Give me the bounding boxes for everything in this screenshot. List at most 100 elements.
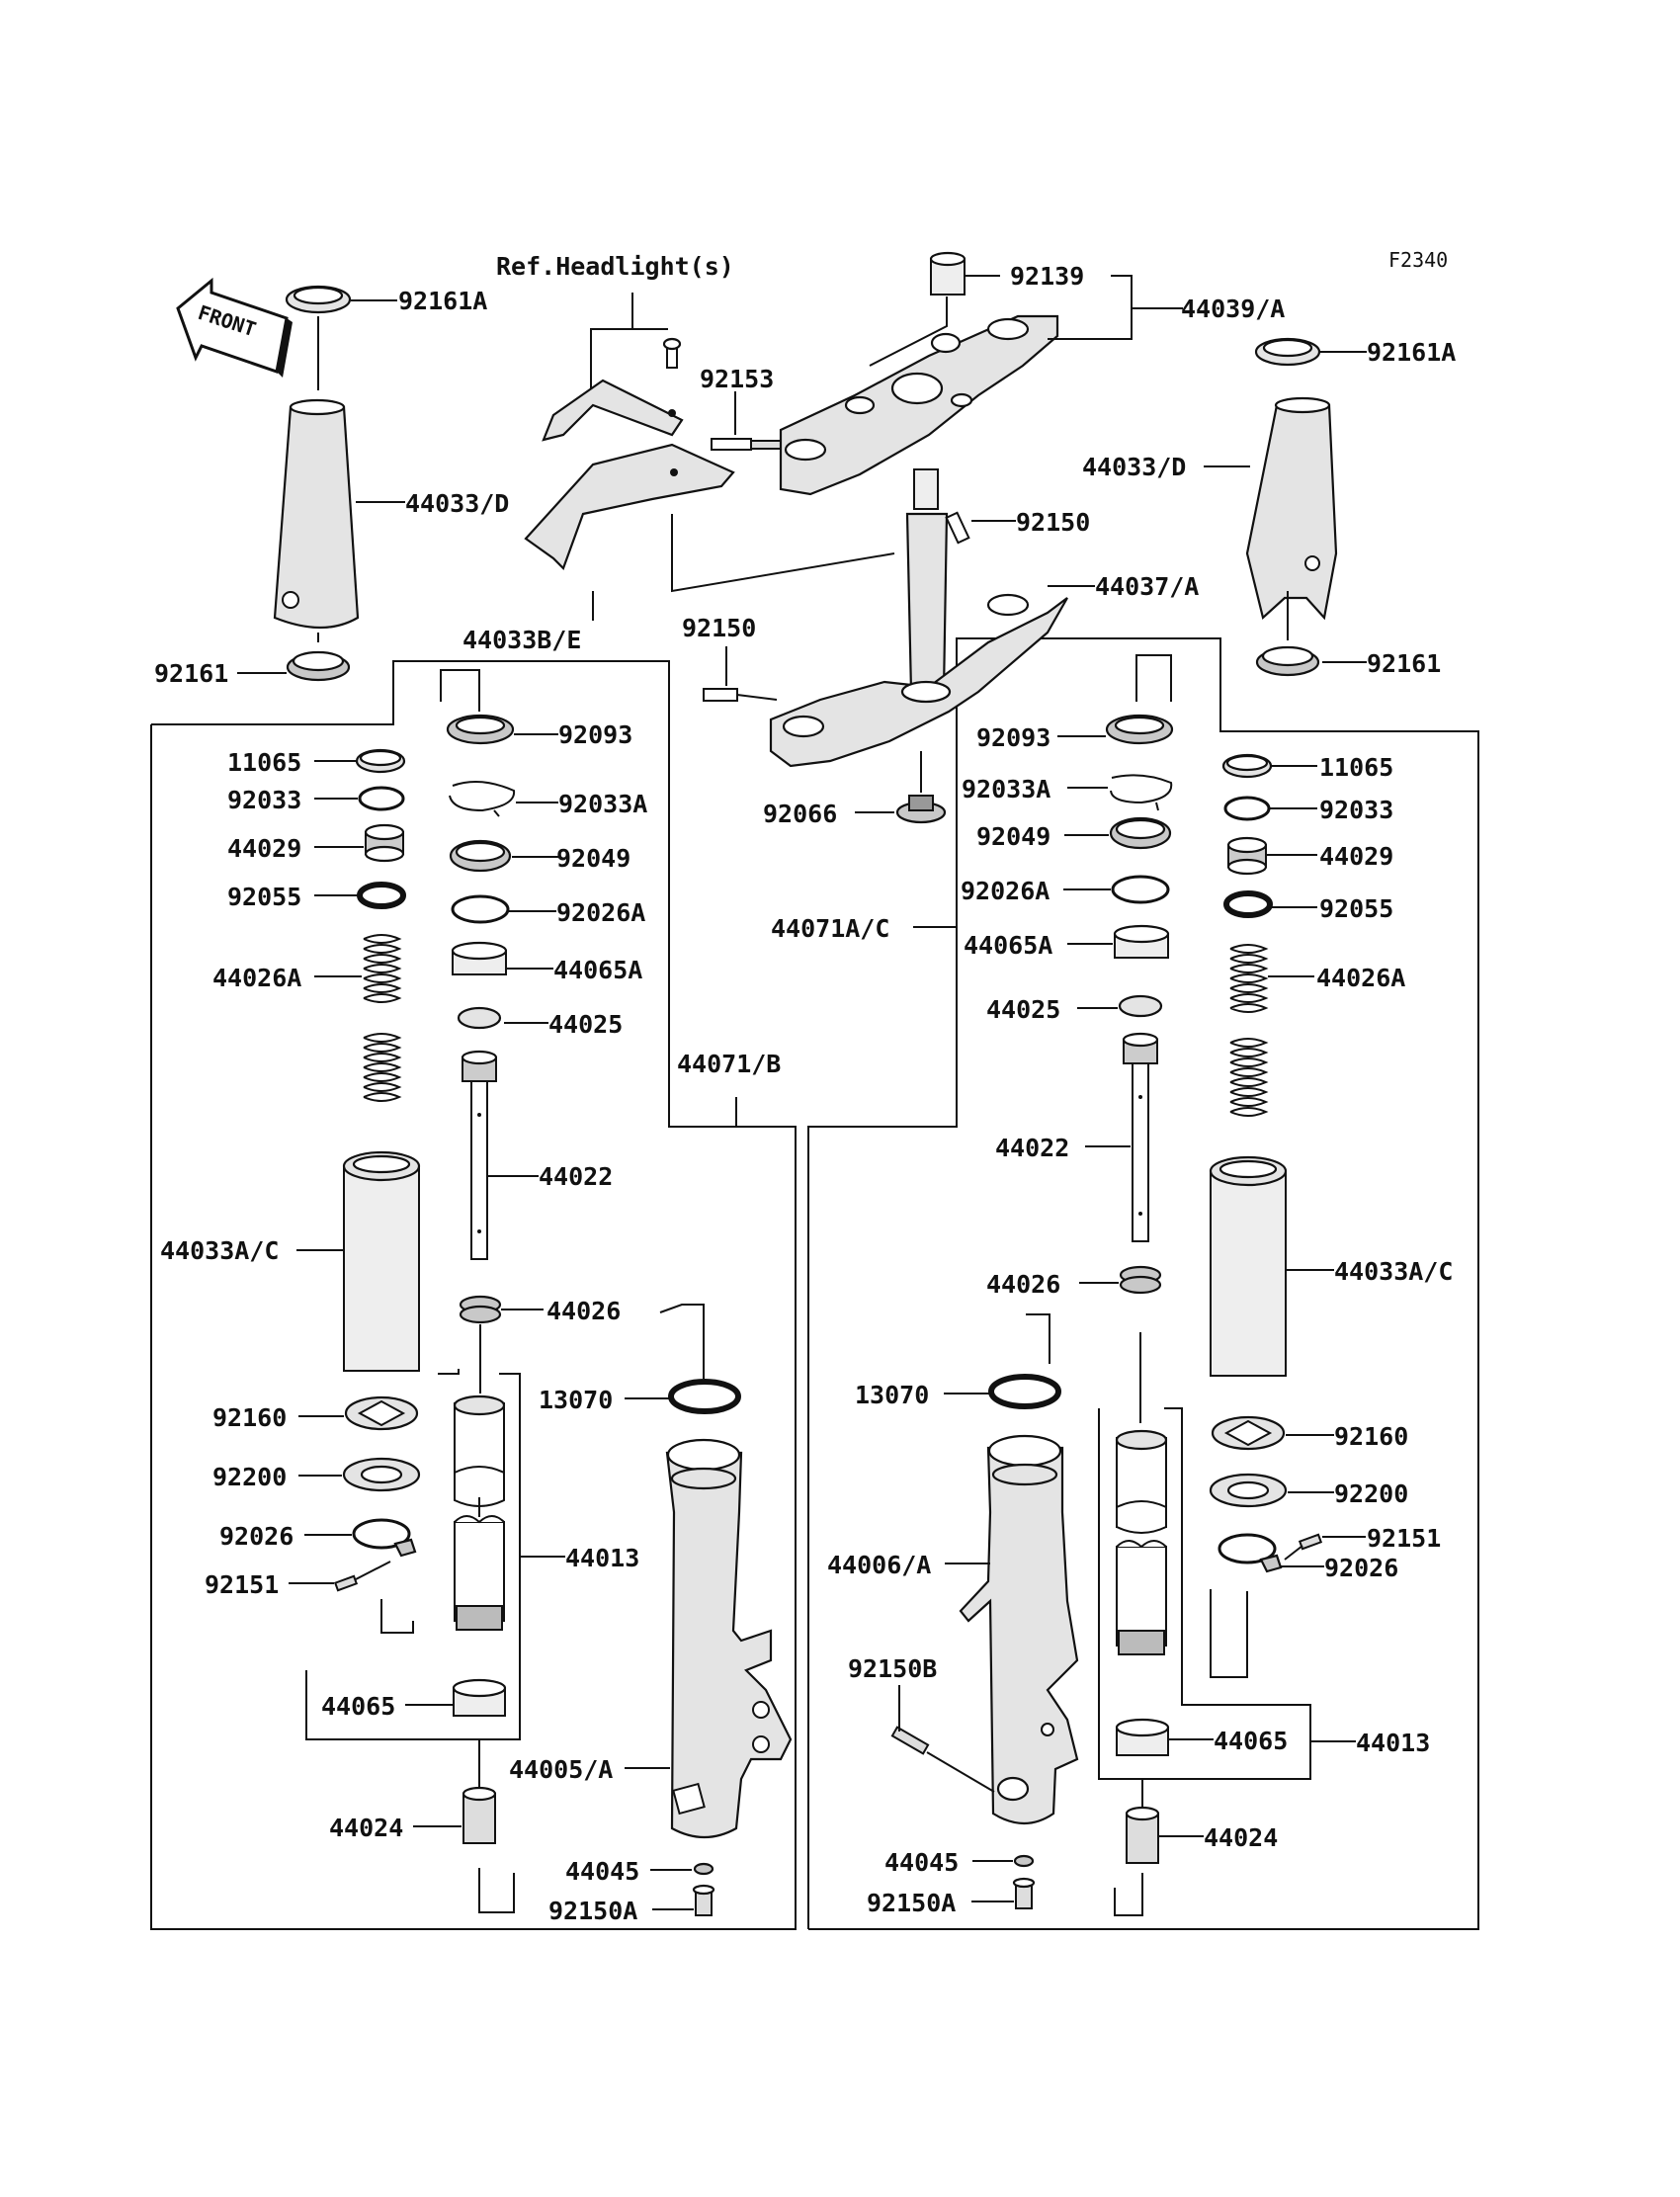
label-44022-left: 44022 [539, 1162, 613, 1191]
label-92150a-left: 92150A [548, 1897, 637, 1925]
washer-92160-right [1211, 1415, 1334, 1451]
bracket-cover-44033be [524, 443, 735, 621]
retainer-92049-right [1064, 816, 1172, 850]
label-44065-right: 44065 [1214, 1727, 1288, 1755]
cap-92139 [929, 251, 1000, 296]
clamp-92026-left [304, 1518, 417, 1558]
tube-44033ac-right [1209, 1155, 1334, 1377]
leader-44039a-inner [869, 296, 948, 367]
figure-code: F2340 [1388, 248, 1448, 272]
label-92150b: 92150B [848, 1654, 937, 1683]
leader-44024-left-down [478, 1868, 515, 1913]
cylinder-44013-left [453, 1394, 506, 1631]
label-44039a: 44039/A [1181, 295, 1285, 323]
spring-44026a-left [314, 934, 402, 1102]
label-92161-left: 92161 [154, 659, 228, 688]
label-44033d-right: 44033/D [1082, 453, 1186, 481]
oring-92033-left [314, 786, 405, 811]
retainer-92049-left [449, 839, 558, 873]
headlight-bracket [542, 293, 684, 442]
label-92151-left: 92151 [205, 1570, 279, 1599]
oring-92033-right [1223, 796, 1317, 821]
label-92093-left: 92093 [558, 720, 632, 749]
label-92033a-left: 92033A [558, 790, 647, 818]
bracket-44013-left-top [438, 1369, 460, 1375]
bolt-92151-right [1284, 1533, 1366, 1561]
cylinder-44013-right [1115, 1429, 1168, 1655]
label-44065a-right: 44065A [964, 931, 1052, 960]
label-92033-left: 92033 [227, 786, 301, 814]
label-92066: 92066 [763, 800, 837, 828]
ring-92161a-right [1254, 337, 1367, 367]
spring-44026-right [1079, 1265, 1162, 1295]
bolt-92150a-left [652, 1884, 715, 1916]
label-92200-left: 92200 [212, 1463, 287, 1491]
label-92160-right: 92160 [1334, 1422, 1408, 1451]
clip-92033a-right [1067, 774, 1173, 811]
leader-92151-left-down [380, 1599, 414, 1634]
bearing-92066 [895, 795, 947, 824]
leader-92093-left-top [440, 669, 480, 712]
oring-13070-right [944, 1374, 1061, 1409]
bolt-92153 [711, 438, 782, 451]
label-92139: 92139 [1010, 262, 1084, 291]
leader-13070-left [659, 1304, 705, 1379]
label-44026a-left: 44026A [212, 964, 301, 992]
leader-92093-right-top [1135, 654, 1172, 702]
label-44065-left: 44065 [321, 1692, 395, 1721]
plug-44029-right [1226, 836, 1317, 876]
label-44029-left: 44029 [227, 834, 301, 863]
rod-44022-right [1085, 1032, 1159, 1242]
label-92200-right: 92200 [1334, 1479, 1408, 1508]
ring-92161-right [1255, 645, 1367, 677]
label-44026-right: 44026 [986, 1270, 1060, 1299]
label-92150a-right: 92150A [867, 1889, 956, 1917]
washer-92200-right [1209, 1473, 1334, 1508]
bushing-44065a-right [1067, 924, 1170, 959]
label-92151-right: 92151 [1367, 1524, 1441, 1553]
ring-92161a-left [285, 285, 397, 314]
leader-92151-right-down [1210, 1589, 1248, 1678]
label-44024-left: 44024 [329, 1814, 403, 1842]
label-92026a-left: 92026A [556, 898, 645, 927]
bolt-92150a-right [971, 1877, 1036, 1909]
label-44013-right: 44013 [1356, 1729, 1430, 1757]
label-92033-right: 92033 [1319, 796, 1393, 824]
bushing-44065-left [405, 1678, 507, 1717]
label-92161a-right: 92161A [1367, 338, 1456, 367]
cap-11065-right [1221, 753, 1317, 779]
bushing-44065-right [1115, 1718, 1214, 1756]
label-44033ac-right: 44033A/C [1334, 1257, 1453, 1286]
rod-44022-left [461, 1050, 539, 1260]
label-92026a-right: 92026A [961, 877, 1050, 905]
label-92150-lower: 92150 [682, 614, 756, 642]
bushing-44065a-left [451, 941, 553, 975]
plug-44029-left [314, 823, 405, 863]
tube-44033ac-left [296, 1150, 421, 1372]
bolt-92150b [890, 1726, 995, 1793]
ring-92161-left [237, 650, 351, 682]
bolt-92150-upper [945, 511, 1016, 545]
oring-92055-right [1223, 890, 1317, 918]
label-44033d-left: 44033/D [405, 489, 509, 518]
label-44025-left: 44025 [548, 1010, 623, 1039]
spring-44026a-right [1229, 944, 1314, 1117]
bolt-92150-lower [703, 688, 778, 702]
label-92161a-left: 92161A [398, 287, 487, 315]
cap-11065-left [314, 748, 406, 774]
label-92026-right: 92026 [1324, 1554, 1398, 1582]
label-44071b: 44071/B [677, 1050, 781, 1078]
label-44005a: 44005/A [509, 1755, 613, 1784]
label-92055-left: 92055 [227, 883, 301, 911]
outer-tube-44006a [945, 1434, 1079, 1824]
washer-44045-left [650, 1862, 714, 1876]
bracket-44013-left [305, 1373, 521, 1740]
label-92160-left: 92160 [212, 1403, 287, 1432]
outer-tube-44005a [625, 1438, 793, 1838]
label-44025-right: 44025 [986, 995, 1060, 1024]
ref-headlight-note: Ref.Headlight(s) [496, 252, 734, 281]
label-44026-left: 44026 [546, 1297, 621, 1325]
washer-92026a-right [1063, 875, 1170, 904]
bracket-44013-right [1098, 1407, 1311, 1780]
spring-44026-left [459, 1295, 544, 1324]
